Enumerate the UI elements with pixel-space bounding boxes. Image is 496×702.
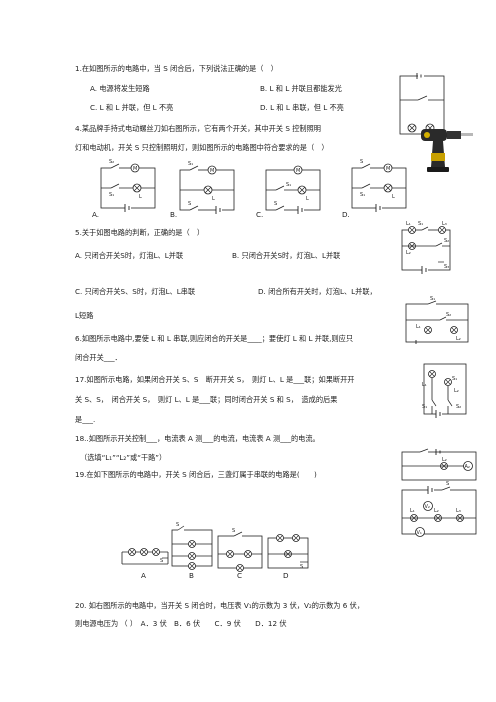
svg-text:L₂: L₂ bbox=[434, 508, 439, 514]
svg-text:L₁: L₁ bbox=[410, 508, 415, 514]
q19-circuit-a: S bbox=[121, 548, 169, 565]
svg-text:L₂: L₂ bbox=[456, 336, 461, 342]
q17-line3: 是___. bbox=[75, 415, 96, 424]
svg-text:S: S bbox=[300, 564, 303, 570]
svg-text:L₁: L₁ bbox=[422, 382, 427, 388]
svg-text:L₁: L₁ bbox=[406, 221, 411, 227]
svg-text:V₁: V₁ bbox=[417, 530, 422, 536]
q5-option-d: D. 闭合所有开关时，灯泡L、L并联， bbox=[258, 287, 377, 296]
q17-line1: 17.如图所示电路，如果闭合开关 S、S 断开开关 S， 则灯 L、L 是___… bbox=[75, 375, 355, 384]
svg-text:S₁: S₁ bbox=[430, 296, 435, 302]
q4-line2: 灯和电动机，开关 S 只控制照明灯，则如图所示的电路图中符合要求的是（ ） bbox=[75, 143, 329, 152]
svg-text:M: M bbox=[210, 168, 214, 174]
q17-circuit-diagram: L₁ S₁ L₂ S₁ S₂ bbox=[422, 363, 467, 418]
q18-hint: （选填“L₁”“L₂”或“干路”） bbox=[80, 453, 167, 462]
svg-text:L₃: L₃ bbox=[442, 221, 447, 227]
q5-stem: 5.关于如图电路的判断，正确的是（ ） bbox=[75, 228, 205, 237]
q4-circuit-b: M S₁ S L bbox=[179, 161, 235, 214]
svg-text:S: S bbox=[188, 201, 191, 207]
svg-text:S₁: S₁ bbox=[109, 192, 114, 198]
svg-text:S: S bbox=[160, 558, 163, 564]
q4-label-b: B. bbox=[170, 210, 178, 219]
q5-option-a: A. 只闭合开关S时，灯泡L、L并联 bbox=[75, 251, 184, 260]
q4-label-d: D. bbox=[342, 210, 350, 219]
svg-text:S₁: S₁ bbox=[286, 182, 291, 188]
svg-text:S₁: S₁ bbox=[360, 192, 365, 198]
q1-option-b: B. L 和 L 并联且都能发光 bbox=[260, 84, 342, 93]
svg-text:S₁: S₁ bbox=[188, 161, 193, 167]
q4-circuit-d: M S S₁ L bbox=[351, 159, 407, 212]
svg-text:L: L bbox=[392, 194, 395, 200]
q6-circuit-diagram: S₁ L₁ S₂ L₂ bbox=[405, 296, 469, 344]
q6-line1: 6.如图所示电路中,要使 L 和 L 串联,则应闭合的开关是____；要使灯 L… bbox=[75, 334, 354, 343]
q6-line2: 闭合开关___． bbox=[75, 353, 122, 362]
q19-circuit-b: S bbox=[171, 522, 213, 570]
svg-text:S₂: S₂ bbox=[444, 238, 449, 244]
q19-circuit-d: S bbox=[267, 534, 309, 570]
svg-text:S₃: S₃ bbox=[444, 264, 449, 270]
q19-label-b: B bbox=[189, 571, 194, 580]
svg-text:L₂: L₂ bbox=[442, 457, 447, 463]
svg-text:M: M bbox=[296, 168, 300, 174]
svg-text:M: M bbox=[386, 166, 390, 172]
svg-text:S: S bbox=[176, 522, 179, 528]
q1-option-d: D. L 和 L 串联，但 L 不亮 bbox=[260, 103, 344, 112]
svg-text:S₂: S₂ bbox=[456, 404, 461, 410]
q1-option-c: C. L 和 L 并联，但 L 不亮 bbox=[90, 103, 174, 112]
q5-option-b: B. 只闭合开关S时，灯泡L、L并联 bbox=[232, 251, 341, 260]
svg-text:S₁: S₁ bbox=[418, 221, 423, 227]
svg-text:L₁: L₁ bbox=[416, 324, 421, 330]
q1-option-a: A. 电源将发生短路 bbox=[90, 84, 150, 93]
svg-text:S₁: S₁ bbox=[422, 404, 427, 410]
screwdriver-image bbox=[421, 129, 473, 172]
svg-text:V₂: V₂ bbox=[425, 504, 430, 510]
q4-label-c: C. bbox=[256, 210, 264, 219]
svg-text:S₁: S₁ bbox=[452, 376, 457, 382]
q18-circuit-diagram: A₂ L₂ bbox=[401, 448, 477, 481]
q20-circuit-diagram: V₂ V₁ L₁ L₂ L₃ S bbox=[401, 481, 477, 537]
q18-line1: 18..如图所示开关控制___，电流表 A 测___的电流，电流表 A 测___… bbox=[75, 434, 320, 443]
q19-stem: 19.在如下图所示的电路中，开关 S 闭合后，三盏灯属于串联的电路是( ) bbox=[75, 470, 317, 479]
svg-text:S₂: S₂ bbox=[109, 159, 114, 165]
q19-circuit-c: S bbox=[217, 528, 263, 572]
svg-text:S: S bbox=[446, 481, 449, 487]
svg-text:L: L bbox=[139, 194, 142, 200]
svg-text:S₂: S₂ bbox=[446, 312, 451, 318]
q5-option-c: C. 只闭合开关S、S时，灯泡L、L串联 bbox=[75, 287, 196, 296]
q1-stem: 1.在如图所示的电路中，当 S 闭合后，下列说法正确的是（ ） bbox=[75, 64, 278, 73]
svg-text:S: S bbox=[360, 159, 363, 165]
svg-text:L: L bbox=[306, 196, 309, 202]
svg-text:M: M bbox=[133, 166, 137, 172]
q17-line2: 关 S、S， 闭合开关 S， 则灯 L、L 是___联；同时闭合开关 S 和 S… bbox=[75, 395, 338, 404]
svg-text:L₂: L₂ bbox=[454, 388, 459, 394]
q4-line1: 4.某品牌手持式电动螺丝刀如右图所示，它有两个开关，其中开关 S 控制照明 bbox=[75, 124, 321, 133]
q20-line2: 则电源电压为 （ ） A．3 伏 B．6 伏 C．9 伏 D．12 伏 bbox=[75, 619, 287, 628]
svg-text:L₃: L₃ bbox=[456, 508, 461, 514]
svg-text:L: L bbox=[212, 196, 215, 202]
q4-circuit-a: M S₂ S₁ L bbox=[100, 159, 156, 212]
q4-circuit-c: M S₁ S L bbox=[265, 165, 321, 214]
svg-text:S: S bbox=[274, 201, 277, 207]
svg-text:A₂: A₂ bbox=[465, 464, 470, 470]
q20-line1: 20. 如右图所示的电路中，当开关 S 闭合时，电压表 V₁的示数为 3 伏，V… bbox=[75, 601, 365, 610]
svg-text:S: S bbox=[232, 528, 235, 534]
q5-circuit-diagram: L₁ S₁ L₃ L₂ S₂ S₃ bbox=[401, 221, 451, 274]
q19-label-c: C bbox=[237, 571, 243, 580]
q4-label-a: A. bbox=[92, 210, 100, 219]
q19-label-d: D bbox=[283, 571, 289, 580]
q19-label-a: A bbox=[141, 571, 146, 580]
svg-text:L₂: L₂ bbox=[406, 250, 411, 256]
q5-option-d-cont: L短路 bbox=[75, 311, 94, 320]
